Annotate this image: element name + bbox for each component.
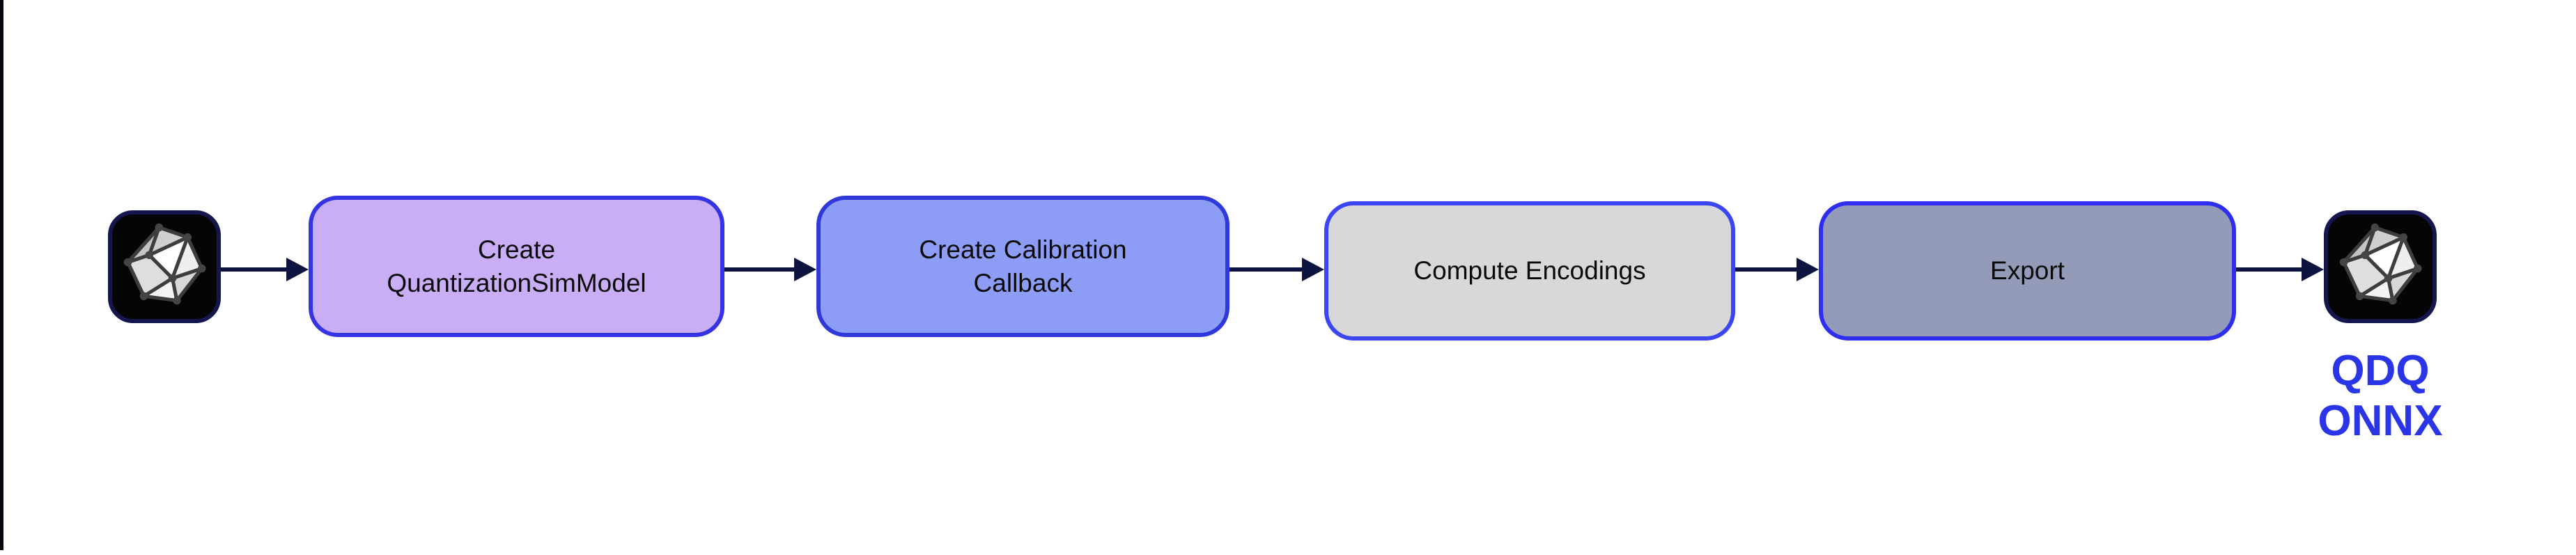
onnx-output-icon — [2324, 210, 2437, 323]
flow-arrow-3 — [1229, 258, 1324, 281]
box-label-line: Export — [1990, 256, 2065, 285]
box-label-line: QuantizationSimModel — [387, 268, 646, 297]
qdq-onnx-label: QDQ ONNX — [2304, 346, 2457, 446]
output-label-line: ONNX — [2318, 397, 2443, 445]
box-label-line: Compute Encodings — [1413, 256, 1646, 285]
flow-arrow-1 — [221, 258, 309, 281]
flow-arrow-4 — [1735, 258, 1819, 281]
box-label-line: Create Calibration — [919, 235, 1127, 264]
step-create-calibration-callback: Create Calibration Callback — [816, 196, 1229, 337]
step-create-quantizationsimmodel: Create QuantizationSimModel — [309, 196, 724, 337]
output-label-line: QDQ — [2331, 347, 2430, 395]
step-export: Export — [1819, 201, 2236, 341]
box-label-line: Create — [477, 235, 556, 264]
box-label-line: Callback — [973, 268, 1073, 297]
onnx-input-icon — [108, 210, 221, 323]
onnx-polyhedron-icon — [2339, 223, 2422, 305]
onnx-polyhedron-icon — [123, 223, 206, 305]
left-edge-strip — [0, 0, 3, 550]
flow-arrow-5 — [2236, 258, 2324, 281]
flow-arrow-2 — [724, 258, 816, 281]
step-compute-encodings: Compute Encodings — [1324, 201, 1735, 341]
